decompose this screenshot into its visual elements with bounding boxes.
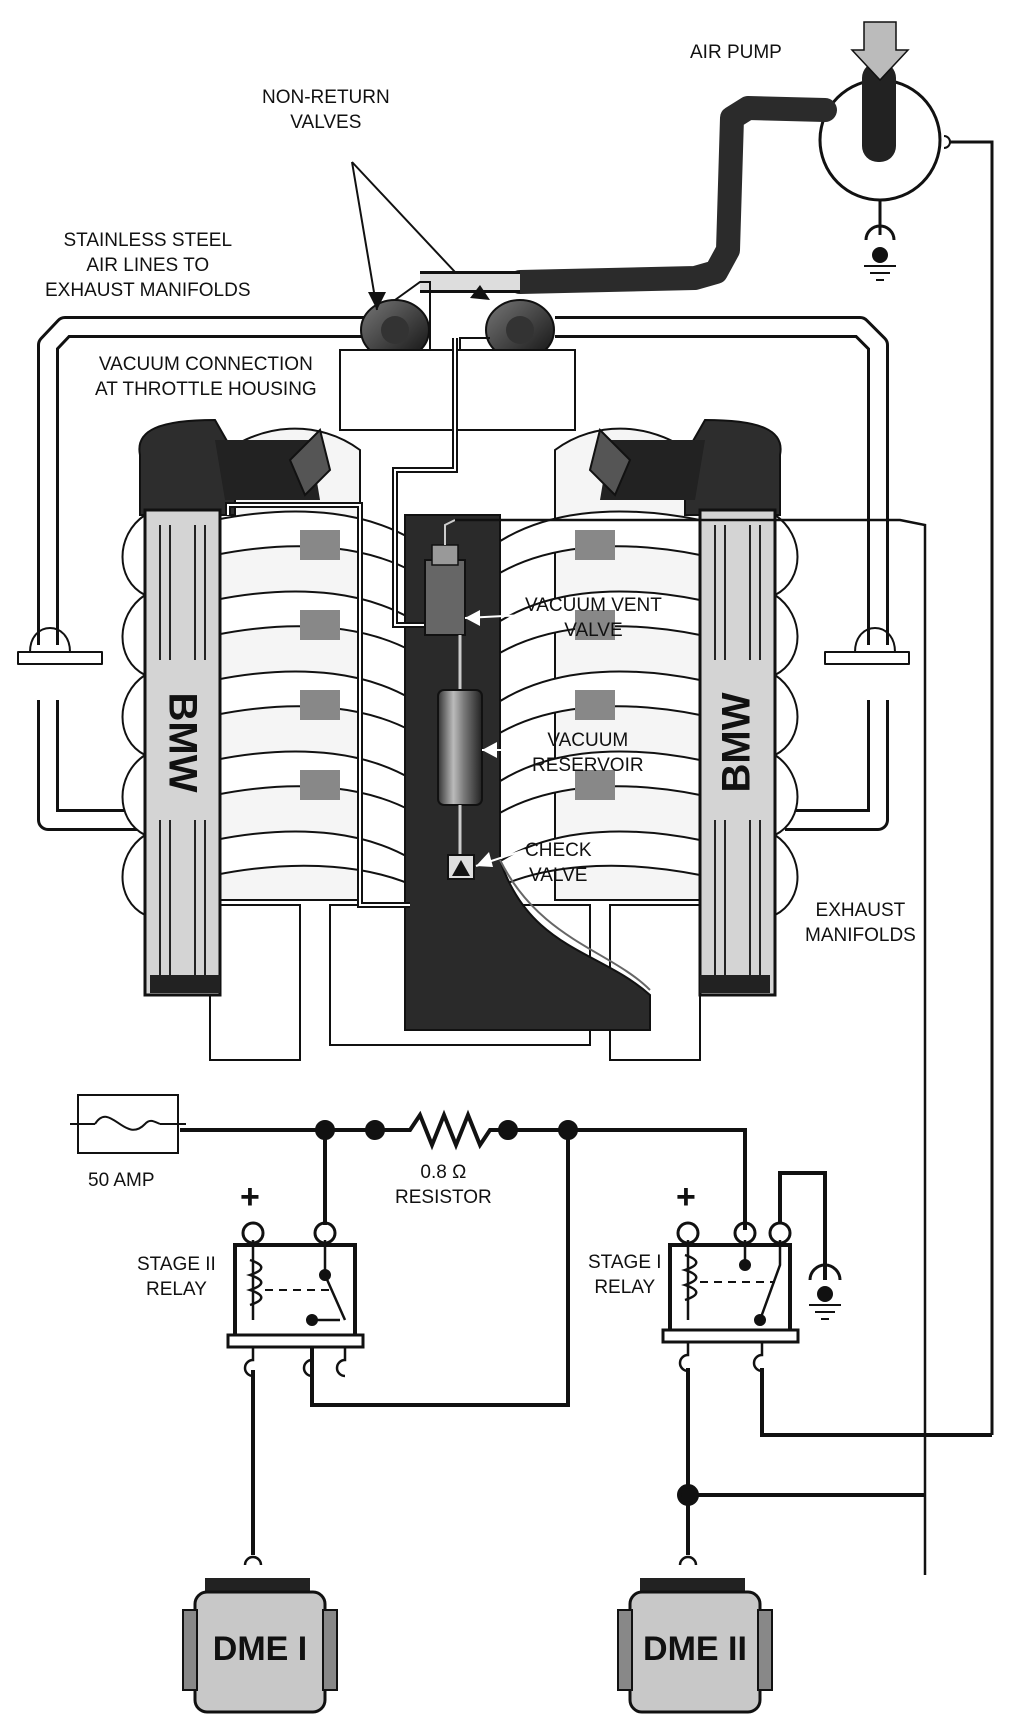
- resistor-name: RESISTOR: [395, 1187, 492, 1208]
- non-return-valves-label: NON-RETURN VALVES: [262, 85, 390, 135]
- throttle-housings: [138, 418, 782, 516]
- stage1-plus-sign: +: [676, 1178, 696, 1216]
- stainless-air-lines: [17, 271, 910, 831]
- vacuum-vent-valve-line-2: VALVE: [564, 620, 623, 641]
- stainless-lines-line-1: STAINLESS STEEL: [63, 230, 233, 251]
- air-pump-hose: [508, 96, 837, 294]
- vacuum-reservoir-line-1: VACUUM: [547, 730, 629, 751]
- non-return-valves-line-1: NON-RETURN: [262, 87, 390, 108]
- vacuum-system: [225, 338, 927, 1575]
- exhaust-manifolds-line-1: EXHAUST: [815, 900, 906, 921]
- resistor-value-line: 0.8 Ω: [395, 1160, 492, 1185]
- vacuum-connection-line-1: VACUUM CONNECTION: [98, 354, 313, 375]
- stage2-relay-line-2: RELAY: [145, 1279, 207, 1300]
- vacuum-vent-valve-line-1: VACUUM VENT: [525, 595, 662, 616]
- bmw-logo-left: BMW: [160, 692, 205, 793]
- vacuum-reservoir-line-2: RESERVOIR: [532, 755, 644, 776]
- resistor-label: 0.8 Ω RESISTOR: [395, 1160, 492, 1210]
- stainless-lines-line-3: EXHAUST MANIFOLDS: [45, 280, 251, 301]
- engine-block: [121, 349, 799, 1061]
- dme1-label: DME I: [212, 1630, 308, 1668]
- check-valve-line-2: VALVE: [529, 865, 588, 886]
- resistor-value: 0.8: [420, 1162, 447, 1183]
- electrical-circuit: [70, 1094, 992, 1566]
- non-return-valves: [351, 161, 555, 361]
- vacuum-connection-label: VACUUM CONNECTION AT THROTTLE HOUSING: [95, 352, 317, 402]
- stage2-plus-sign: +: [240, 1178, 260, 1216]
- bmw-logo-right: BMW: [714, 692, 759, 793]
- dme2-label: DME II: [643, 1630, 747, 1668]
- dme-modules: [182, 1578, 773, 1714]
- stainless-lines-line-2: AIR LINES TO: [86, 255, 210, 276]
- check-valve-label: CHECK VALVE: [525, 838, 592, 888]
- vacuum-connection-line-2: AT THROTTLE HOUSING: [95, 379, 317, 400]
- vacuum-vent-valve-label: VACUUM VENT VALVE: [525, 593, 662, 643]
- stage1-relay-line-1: STAGE I: [588, 1252, 662, 1273]
- stainless-lines-label: STAINLESS STEEL AIR LINES TO EXHAUST MAN…: [45, 228, 251, 303]
- vacuum-reservoir-label: VACUUM RESERVOIR: [532, 728, 644, 778]
- non-return-valves-line-2: VALVES: [290, 112, 362, 133]
- exhaust-manifolds-label: EXHAUST MANIFOLDS: [805, 898, 916, 948]
- stage2-relay-line-1: STAGE II: [137, 1254, 216, 1275]
- resistor-unit: Ω: [452, 1162, 467, 1183]
- cylinder-head-covers: [143, 508, 777, 997]
- fuse-label: 50 AMP: [88, 1170, 155, 1191]
- stage1-relay-line-2: RELAY: [594, 1277, 656, 1298]
- check-valve-line-1: CHECK: [525, 840, 592, 861]
- exhaust-manifolds-line-2: MANIFOLDS: [805, 925, 916, 946]
- air-pump: [818, 21, 994, 1435]
- air-pump-label: AIR PUMP: [690, 42, 782, 63]
- stage1-relay-label: STAGE I RELAY: [588, 1250, 662, 1300]
- stage2-relay-label: STAGE II RELAY: [137, 1252, 216, 1302]
